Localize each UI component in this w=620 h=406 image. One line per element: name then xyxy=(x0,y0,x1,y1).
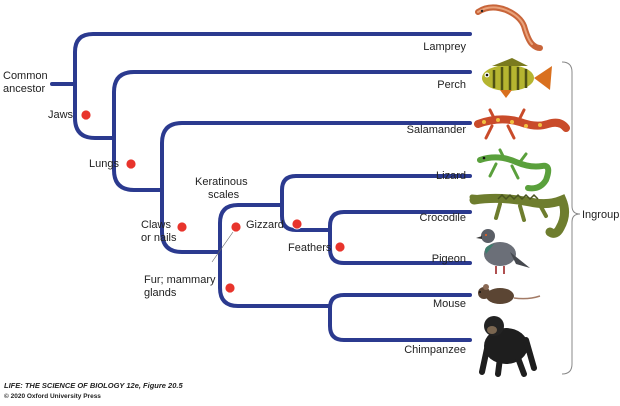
ingroup-bracket xyxy=(561,61,581,375)
trait-fur-label-line2: glands xyxy=(144,287,177,299)
pigeon-icon xyxy=(476,229,530,274)
branch-amniotes xyxy=(160,188,222,254)
taxon-pigeon-label: Pigeon xyxy=(432,253,466,265)
chimpanzee-icon xyxy=(479,316,537,377)
trait-claws-label-line2: or nails xyxy=(141,232,177,244)
taxon-perch-label: Perch xyxy=(437,79,466,91)
lizard-icon xyxy=(477,148,552,192)
trait-keratinous-label: Keratinous xyxy=(195,176,248,188)
marker-feathers xyxy=(334,241,346,253)
trait-jaws-label: Jaws xyxy=(48,109,74,121)
salamander-icon xyxy=(474,108,570,140)
branch-chimpanzee xyxy=(328,304,472,342)
branch-pigeon xyxy=(328,228,472,265)
trait-gizzard-label: Gizzard xyxy=(246,219,284,231)
taxon-mouse-label: Mouse xyxy=(433,298,466,310)
branch-jawed xyxy=(73,82,116,140)
crocodile-icon xyxy=(469,193,570,238)
figure-caption-copyright: © 2020 Oxford University Press xyxy=(4,393,101,400)
marker-gizzard xyxy=(291,218,303,230)
trait-feathers-label: Feathers xyxy=(288,242,332,254)
figure-caption-title: LIFE: THE SCIENCE OF BIOLOGY 12e, Figure… xyxy=(4,381,183,390)
marker-keratinous xyxy=(230,221,242,233)
root-label-line2: ancestor xyxy=(3,83,46,95)
branch-lamprey xyxy=(73,32,472,86)
marker-claws xyxy=(176,221,188,233)
root-label: Common xyxy=(3,70,48,82)
branch-tetrapods xyxy=(112,136,164,192)
branch-reptiles xyxy=(218,203,284,254)
trait-claws-label: Claws xyxy=(141,219,171,231)
taxon-lizard-label: Lizard xyxy=(436,170,466,182)
claws-pointer xyxy=(211,231,234,263)
perch-icon xyxy=(482,58,552,98)
marker-fur xyxy=(224,282,236,294)
trait-markers xyxy=(80,109,346,294)
lamprey-icon xyxy=(475,4,543,51)
tree-branches xyxy=(50,32,472,342)
taxon-lamprey-label: Lamprey xyxy=(423,41,466,53)
trait-fur-label: Fur; mammary xyxy=(144,274,216,286)
branch-lizard xyxy=(280,174,472,207)
branch-crocodile xyxy=(328,210,472,232)
branch-perch xyxy=(112,70,472,140)
branch-salamander xyxy=(160,121,472,192)
trait-keratinous-label-line2: scales xyxy=(208,189,240,201)
mouse-icon xyxy=(478,284,541,304)
marker-jaws xyxy=(80,109,92,121)
branch-archosaurs xyxy=(280,203,332,232)
ingroup-label: Ingroup xyxy=(582,209,619,221)
marker-lungs xyxy=(125,158,137,170)
taxon-salamander-label: Salamander xyxy=(407,124,467,136)
taxon-crocodile-label: Crocodile xyxy=(420,212,466,224)
taxon-chimpanzee-label: Chimpanzee xyxy=(404,344,466,356)
branch-mammals xyxy=(218,250,332,308)
trait-lungs-label: Lungs xyxy=(89,158,119,170)
